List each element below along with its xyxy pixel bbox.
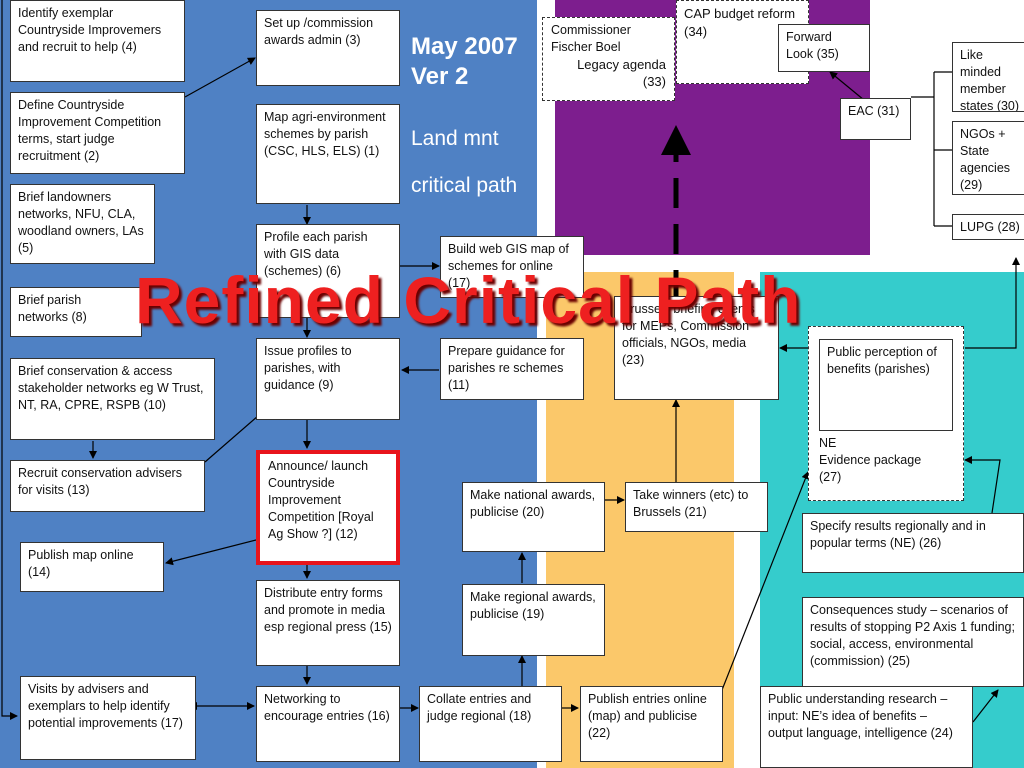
evidence-package-label: Evidence package (27) (819, 453, 922, 484)
node-25: Consequences study – scenarios of result… (802, 597, 1024, 687)
node-29: NGOs + State agencies (29) (952, 121, 1024, 195)
node-18: Collate entries and judge regional (18) (419, 686, 562, 762)
node-31: EAC (31) (840, 98, 911, 140)
node-6: Profile each parish with GIS data (schem… (256, 224, 400, 318)
node-21: Take winners (etc) to Brussels (21) (625, 482, 768, 532)
link-left-17 (1, 0, 18, 720)
link-24-25 (972, 689, 999, 723)
node-16: Networking to encourage entries (16) (256, 686, 400, 762)
node-9: Issue profiles to parishes, with guidanc… (256, 338, 400, 420)
node-23: Brussels briefing events for MEPs, Commi… (614, 296, 779, 400)
link-12-14 (165, 539, 257, 566)
node-10: Brief conservation & access stakeholder … (10, 358, 215, 440)
subtitle-line1: Land mnt (411, 127, 499, 150)
node-15: Distribute entry forms and promote in me… (256, 580, 400, 666)
node-14: Publish map online (14) (20, 542, 164, 592)
title-overlay: Refined Critical Path (135, 263, 802, 337)
commissioner-label: Commissioner Fischer Boel (551, 23, 631, 54)
link-31-35 (829, 71, 865, 101)
node-5: Brief landowners networks, NFU, CLA, woo… (10, 184, 155, 264)
node-public-perception: Public perception of benefits (parishes) (819, 339, 953, 431)
link-26-27 (964, 456, 1001, 514)
version-label: May 2007 Ver 2 (411, 32, 518, 92)
node-commissioner-legacy: Commissioner Fischer Boel Legacy agenda … (542, 17, 675, 101)
node-30: Like minded member states (30) (952, 42, 1024, 112)
version-line1: May 2007 (411, 33, 518, 60)
node-28: LUPG (28) (952, 214, 1024, 240)
node-19: Make regional awards, publicise (19) (462, 584, 605, 656)
node-20: Make national awards, publicise (20) (462, 482, 605, 552)
node-8: Brief parish networks (8) (10, 287, 142, 337)
node-2: Define Countryside Improvement Competiti… (10, 92, 185, 174)
node-3: Set up /commission awards admin (3) (256, 10, 400, 86)
version-line2: Ver 2 (411, 63, 469, 90)
node-22: Publish entries online (map) and publici… (580, 686, 723, 762)
node-7: Build web GIS map of schemes for online … (440, 236, 584, 298)
node-13: Recruit conservation advisers for visits… (10, 460, 205, 512)
legacy-agenda-label: Legacy agenda (33) (577, 56, 666, 90)
node-24: Public understanding research – input: N… (760, 686, 973, 768)
link-22-27 (721, 471, 810, 691)
node-17: Visits by advisers and exemplars to help… (20, 676, 196, 760)
link-13-9 (204, 415, 259, 463)
evidence-ne-label: NE (819, 436, 837, 450)
node-4: Identify exemplar Countryside Improvemer… (10, 0, 185, 82)
link-27-28 (965, 257, 1020, 349)
node-12-highlighted: Announce/ launch Countryside Improvement… (256, 450, 400, 565)
subtitle-line2: critical path (411, 174, 518, 197)
link-2-3 (184, 57, 256, 98)
node-1: Map agri-environment schemes by parish (… (256, 104, 400, 204)
node-11: Prepare guidance for parishes re schemes… (440, 338, 584, 400)
node-26: Specify results regionally and in popula… (802, 513, 1024, 573)
node-35: Forward Look (35) (778, 24, 870, 72)
node-evidence-package: Public perception of benefits (parishes)… (808, 326, 964, 501)
